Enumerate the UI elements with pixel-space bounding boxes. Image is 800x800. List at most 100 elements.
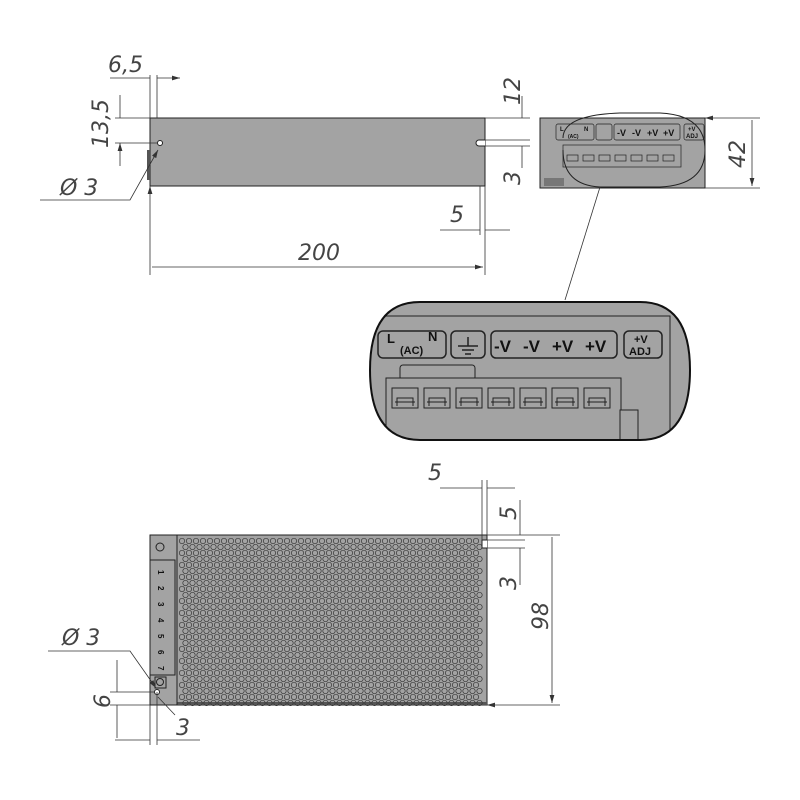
vent-hole <box>353 561 361 569</box>
vent-hole <box>427 543 434 551</box>
vent-hole <box>343 675 350 683</box>
vent-hole <box>297 537 305 545</box>
vent-hole <box>266 687 273 695</box>
vent-hole <box>472 597 480 605</box>
vent-hole <box>259 699 266 707</box>
vent-hole <box>444 585 452 593</box>
vent-hole <box>297 585 305 593</box>
vent-hole <box>329 675 336 683</box>
vent-hole <box>353 657 361 665</box>
vent-hole <box>399 675 406 683</box>
vent-hole <box>210 543 217 551</box>
vent-hole <box>238 603 245 611</box>
vent-hole <box>399 651 406 659</box>
vent-hole <box>315 555 322 563</box>
vent-hole <box>185 609 193 617</box>
vent-hole <box>462 699 469 707</box>
vent-hole <box>462 603 469 611</box>
vent-hole <box>353 681 361 689</box>
vent-hole <box>385 567 392 575</box>
vent-hole <box>325 585 333 593</box>
vent-hole <box>339 609 347 617</box>
vent-hole <box>392 663 399 671</box>
vent-hole <box>423 609 431 617</box>
vent-hole <box>329 687 336 695</box>
vent-hole <box>192 549 200 557</box>
vent-hole <box>427 639 434 647</box>
vent-hole <box>374 621 382 629</box>
vent-hole <box>269 621 277 629</box>
dim-right: 5 <box>450 203 464 228</box>
vent-hole <box>308 663 315 671</box>
vent-hole <box>308 687 315 695</box>
vent-hole <box>343 663 350 671</box>
vent-hole <box>444 573 452 581</box>
vent-hole <box>346 609 354 617</box>
vent-hole <box>472 573 480 581</box>
vent-hole <box>248 657 256 665</box>
psu-side-body <box>149 117 486 187</box>
vent-hole <box>399 627 406 635</box>
vent-hole <box>469 651 476 659</box>
detail-label-v2: -V <box>523 337 541 356</box>
vent-hole <box>318 561 326 569</box>
terminal-screw <box>598 154 611 162</box>
vent-hole <box>350 567 357 575</box>
vent-hole <box>416 561 424 569</box>
vent-hole <box>315 687 322 695</box>
vent-hole <box>196 699 203 707</box>
vent-hole <box>178 633 186 641</box>
vent-hole <box>203 627 210 635</box>
vent-hole <box>367 693 375 701</box>
vent-hole <box>280 579 287 587</box>
detail-label-adj: ADJ <box>629 346 651 358</box>
vent-hole <box>458 693 466 701</box>
vent-hole <box>304 657 312 665</box>
vent-hole <box>210 687 217 695</box>
vent-hole <box>339 585 347 593</box>
vent-hole <box>185 597 193 605</box>
vent-hole <box>311 681 319 689</box>
vent-hole <box>444 645 452 653</box>
vent-hole <box>430 609 438 617</box>
vent-hole <box>378 627 385 635</box>
dim-top-right: 5 <box>428 461 442 486</box>
vent-hole <box>357 543 364 551</box>
vent-hole <box>476 675 483 683</box>
vent-hole <box>252 555 259 563</box>
vent-hole <box>353 573 361 581</box>
vent-hole <box>392 543 399 551</box>
vent-hole <box>290 573 298 581</box>
vent-hole <box>322 603 329 611</box>
end-view: L N (AC) -V -V +V +V +V ADJ 42 <box>539 113 760 301</box>
vent-hole <box>287 663 294 671</box>
vent-hole <box>465 657 473 665</box>
vent-hole <box>437 549 445 557</box>
vent-hole <box>462 579 469 587</box>
vent-hole <box>199 693 207 701</box>
label-v1: -V <box>617 128 626 138</box>
vent-hole <box>322 651 329 659</box>
vent-hole <box>234 621 242 629</box>
vent-hole <box>360 573 368 581</box>
vent-hole <box>224 555 231 563</box>
vent-hole <box>423 645 431 653</box>
vent-hole <box>409 561 417 569</box>
vent-hole <box>311 657 319 665</box>
vent-hole <box>322 663 329 671</box>
vent-hole <box>451 573 459 581</box>
vent-hole <box>206 549 214 557</box>
vent-hole <box>220 585 228 593</box>
vent-hole <box>301 675 308 683</box>
vent-hole <box>413 639 420 647</box>
terminal-screw <box>551 387 579 409</box>
vent-hole <box>262 573 270 581</box>
vent-hole <box>245 687 252 695</box>
detail-label-v1: -V <box>494 337 512 356</box>
vent-hole <box>392 687 399 695</box>
vent-hole <box>395 549 403 557</box>
vent-hole <box>322 687 329 695</box>
vent-hole <box>374 609 382 617</box>
vent-hole <box>262 657 270 665</box>
dim-slot: 3 <box>501 171 526 185</box>
